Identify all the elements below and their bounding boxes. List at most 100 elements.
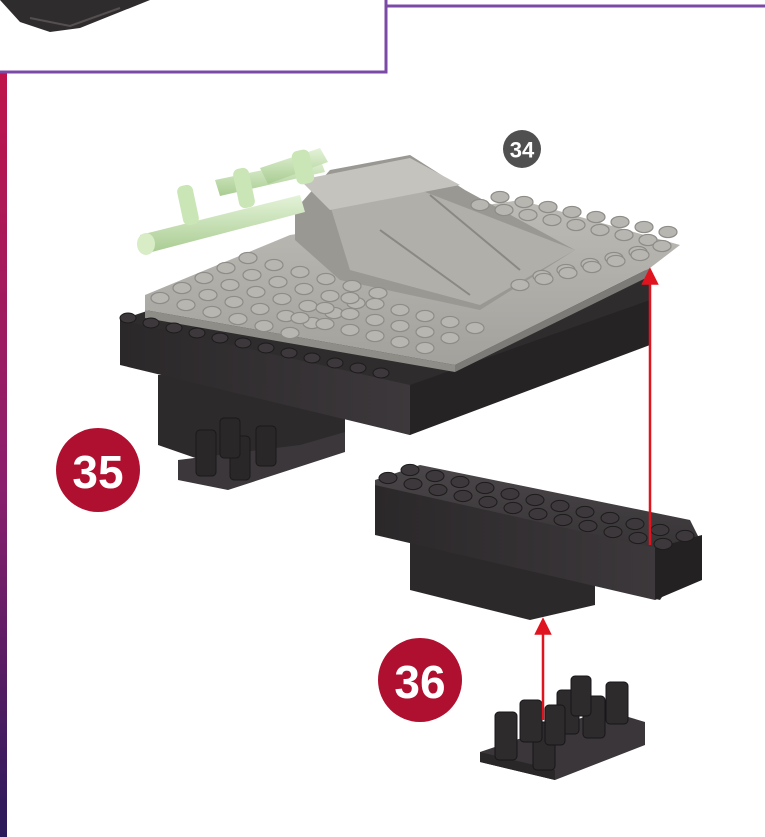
assembled-model	[120, 148, 680, 490]
stud	[151, 292, 169, 303]
step-number-36: 36	[394, 656, 445, 708]
stud	[120, 313, 136, 323]
stud	[554, 514, 572, 525]
stud	[173, 282, 191, 293]
stud	[515, 196, 533, 207]
separate-brick-assembly	[375, 464, 702, 620]
stud	[247, 286, 265, 297]
stud	[316, 302, 334, 313]
stud	[601, 512, 619, 523]
stud	[511, 279, 529, 290]
stud	[441, 316, 459, 327]
stud	[341, 324, 359, 335]
stud	[255, 320, 273, 331]
stud	[327, 358, 343, 368]
stud	[635, 221, 653, 232]
stud	[195, 272, 213, 283]
stud	[476, 482, 494, 493]
stud	[177, 299, 195, 310]
stud	[676, 530, 694, 541]
stud	[316, 318, 334, 329]
stud	[543, 214, 561, 225]
stud	[429, 484, 447, 495]
step-badge-36: 36	[378, 638, 462, 722]
stud	[251, 303, 269, 314]
stud	[401, 464, 419, 475]
stud	[535, 273, 553, 284]
step-badge-34: 34	[503, 130, 541, 168]
stud	[583, 261, 601, 272]
step-number-35: 35	[72, 446, 123, 498]
previous-step-panel	[0, 0, 765, 72]
stud	[631, 249, 649, 260]
stud	[576, 506, 594, 517]
post-plate-bottom	[480, 676, 645, 780]
stud	[189, 328, 205, 338]
stud	[350, 363, 366, 373]
stud	[451, 476, 469, 487]
stud	[212, 333, 228, 343]
stud	[626, 518, 644, 529]
stud	[295, 283, 313, 294]
stud	[341, 292, 359, 303]
stud	[559, 267, 577, 278]
step-number-34: 34	[510, 138, 535, 163]
stud	[291, 312, 309, 323]
stud	[416, 342, 434, 353]
stud	[579, 520, 597, 531]
stud	[217, 262, 235, 273]
stud	[501, 488, 519, 499]
stud	[591, 224, 609, 235]
stud	[416, 310, 434, 321]
stud	[426, 470, 444, 481]
stud	[304, 353, 320, 363]
stud	[504, 502, 522, 513]
stud	[321, 290, 339, 301]
stud	[229, 313, 247, 324]
stud	[291, 266, 309, 277]
stud	[563, 206, 581, 217]
stud	[495, 204, 513, 215]
stud	[651, 524, 669, 535]
stud	[221, 279, 239, 290]
stud	[239, 252, 257, 263]
stud	[281, 348, 297, 358]
stud	[466, 322, 484, 333]
stud	[317, 273, 335, 284]
stud	[243, 269, 261, 280]
stud	[391, 336, 409, 347]
stud	[471, 199, 489, 210]
stud	[391, 304, 409, 315]
stud	[258, 343, 274, 353]
stud	[567, 219, 585, 230]
stud	[653, 240, 671, 251]
stud	[273, 293, 291, 304]
stud	[416, 326, 434, 337]
stud	[143, 318, 159, 328]
stud	[203, 306, 221, 317]
stud	[615, 229, 633, 240]
stud	[166, 323, 182, 333]
stud	[441, 332, 459, 343]
stud	[526, 494, 544, 505]
stud	[235, 338, 251, 348]
stud	[373, 368, 389, 378]
stud	[366, 330, 384, 341]
stud	[551, 500, 569, 511]
stud	[629, 532, 647, 543]
stud	[611, 216, 629, 227]
stud	[539, 201, 557, 212]
stud	[225, 296, 243, 307]
stud	[379, 472, 397, 483]
stud	[607, 255, 625, 266]
stud	[369, 287, 387, 298]
stud	[587, 211, 605, 222]
stud	[519, 209, 537, 220]
stud	[479, 496, 497, 507]
stud	[404, 478, 422, 489]
stud	[269, 276, 287, 287]
step-badge-35: 35	[56, 428, 140, 512]
stud	[454, 490, 472, 501]
stud	[281, 327, 299, 338]
